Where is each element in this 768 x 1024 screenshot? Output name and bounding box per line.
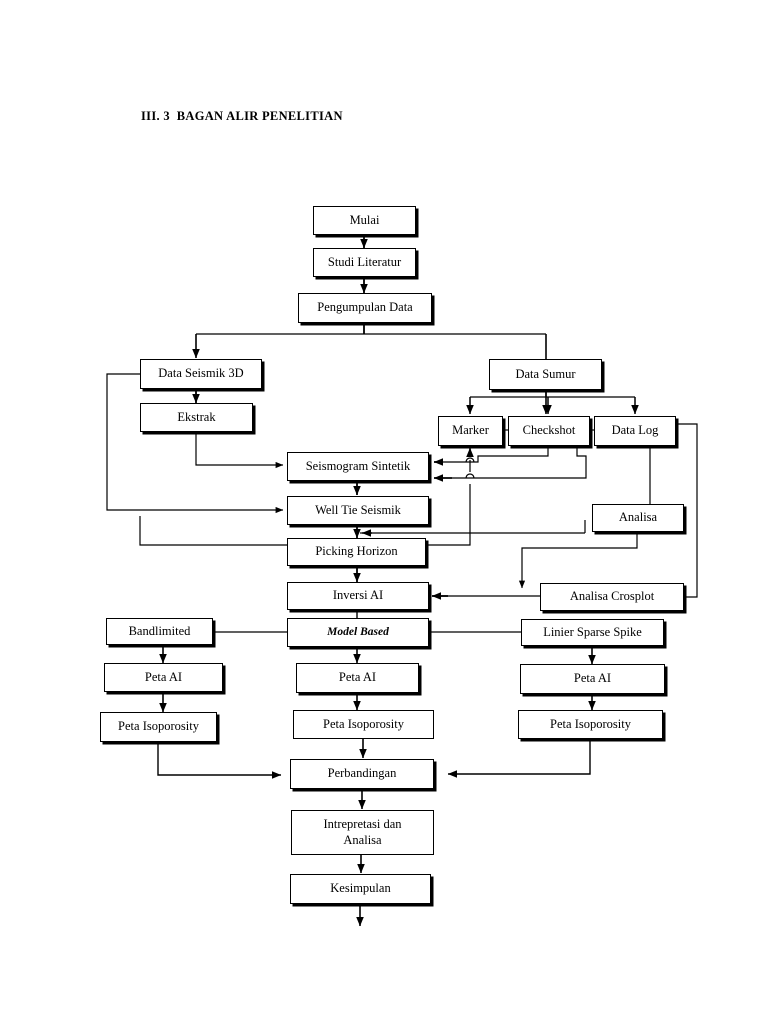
node-bandlimited[interactable]: Bandlimited [106,618,213,645]
node-label: Bandlimited [128,623,191,638]
node-label: Data Seismik 3D [158,366,244,381]
node-label: Inversi AI [332,588,384,603]
node-label: Analisa [618,510,658,525]
node-label: Data Log [611,423,659,438]
node-mulai[interactable]: Mulai [313,206,416,235]
node-label: Checkshot [522,423,576,438]
node-ekstrak[interactable]: Ekstrak [140,403,253,432]
node-kesimpulan[interactable]: Kesimpulan [290,874,431,904]
node-studi-literatur[interactable]: Studi Literatur [313,248,416,277]
node-label: Model Based [327,626,389,639]
node-data-sumur[interactable]: Data Sumur [489,359,602,390]
node-label: Analisa Crosplot [569,589,655,604]
node-label: Well Tie Seismik [315,502,401,517]
node-label: Peta Isoporosity [118,719,199,734]
node-label: Peta Isoporosity [323,716,404,731]
node-label: Linier Sparse Spike [543,624,642,639]
node-pengumpulan-data[interactable]: Pengumpulan Data [298,293,432,323]
node-label: Peta AI [338,670,377,685]
node-peta-isoporosity-right[interactable]: Peta Isoporosity [518,710,663,739]
node-peta-ai-left[interactable]: Peta AI [104,663,223,692]
node-analisa[interactable]: Analisa [592,504,684,532]
node-data-seismik-3d[interactable]: Data Seismik 3D [140,359,262,389]
node-model-based[interactable]: Model Based [287,618,429,647]
node-label: Ekstrak [177,409,216,424]
node-label-line1: Intrepretasi dan [323,816,402,831]
node-peta-ai-mid[interactable]: Peta AI [296,663,419,693]
node-label: Pengumpulan Data [317,300,413,315]
node-label: Picking Horizon [315,544,398,559]
node-peta-isoporosity-mid[interactable]: Peta Isoporosity [293,710,434,739]
node-label: Peta AI [144,669,183,684]
node-data-log[interactable]: Data Log [594,416,676,446]
node-label: Marker [452,423,489,438]
node-well-tie-seismik[interactable]: Well Tie Seismik [287,496,429,525]
node-seismogram-sintetik[interactable]: Seismogram Sintetik [287,452,429,481]
node-label-line2: Analisa [343,832,382,847]
node-analisa-crosplot[interactable]: Analisa Crosplot [540,583,684,611]
node-label: Seismogram Sintetik [305,458,411,473]
node-label: Mulai [349,212,380,227]
node-perbandingan[interactable]: Perbandingan [290,759,434,789]
node-checkshot[interactable]: Checkshot [508,416,590,446]
node-label: Studi Literatur [327,254,402,269]
node-label: Perbandingan [327,766,397,781]
node-intrepretasi-dan-analisa[interactable]: Intrepretasi dan Analisa [291,810,434,855]
node-linier-sparse-spike[interactable]: Linier Sparse Spike [521,619,664,646]
node-picking-horizon[interactable]: Picking Horizon [287,538,426,566]
node-inversi-ai[interactable]: Inversi AI [287,582,429,610]
node-label: Data Sumur [515,366,576,381]
node-label: Peta AI [573,671,612,686]
node-label: Kesimpulan [330,881,391,896]
node-peta-isoporosity-left[interactable]: Peta Isoporosity [100,712,217,742]
node-peta-ai-right[interactable]: Peta AI [520,664,665,694]
page-title: III. 3 BAGAN ALIR PENELITIAN [141,109,343,123]
node-marker[interactable]: Marker [438,416,503,446]
node-label: Peta Isoporosity [550,716,631,731]
